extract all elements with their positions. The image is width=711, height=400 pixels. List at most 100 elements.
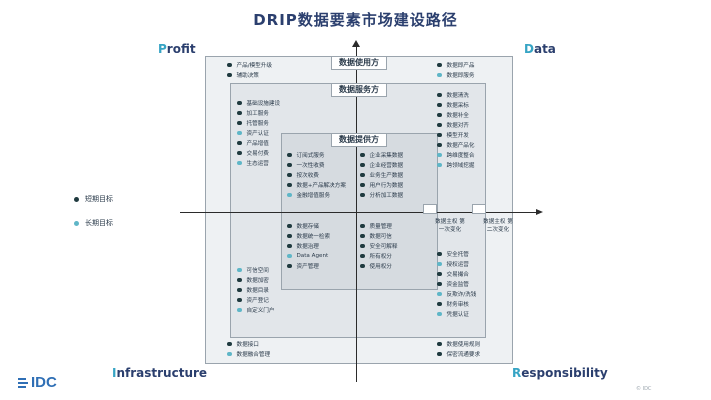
list-item: 数据统一检索 [287,231,330,241]
list-item: 数据+产品解决方案 [287,180,346,190]
box-title-data-provider: 数据提供方 [331,133,387,147]
list-item: 企业经营数据 [360,160,403,170]
box-title-data-user: 数据使用方 [331,56,387,70]
list-item: Data Agent [287,251,330,261]
list-item-label: 数据统一检索 [296,234,331,240]
long-term-dot-icon [237,267,242,273]
long-term-dot-icon [437,152,442,158]
long-term-dot-icon [437,162,442,168]
short-term-dot-icon [437,102,442,108]
list-item-label: 产品/模型升级 [236,63,272,69]
short-term-dot-icon [437,132,442,138]
shift-label-second: 数据主权 第 二次变化 [483,219,513,233]
box-title-data-service: 数据服务方 [331,83,387,97]
list-item: 质量管理 [360,221,397,231]
list-item: 数据对齐 [437,120,474,130]
list-item: 金融增值服务 [287,190,346,200]
list-middle-bottom-right: 安全托管授权运营交易撮合资金监管反欺诈/洗钱财务审核凭据认证 [437,249,476,319]
list-item: 资金监管 [437,279,476,289]
idc-logo: IDC [18,374,57,391]
list-item-label: 自定义门户 [246,308,275,314]
list-item: 资产登记 [237,295,274,305]
list-item: 加工服务 [237,108,280,118]
short-term-dot-icon [360,263,365,269]
short-term-dot-icon [437,271,442,277]
long-term-dot-icon [287,192,292,198]
list-item-label: 数据目录 [246,288,269,294]
list-item-label: 一次性收费 [296,163,325,169]
short-term-dot-icon [360,233,365,239]
list-item: 跨维度整合 [437,150,474,160]
list-item-label: 数据融合管理 [236,352,271,358]
list-item: 交易付费 [237,148,280,158]
corner-label-profit: Profit [158,42,196,56]
legend-dot-icon [74,220,79,226]
list-item-label: 企业采集数据 [369,153,404,159]
short-term-dot-icon [437,62,442,68]
horizontal-axis [180,212,536,213]
long-term-dot-icon [237,307,242,313]
list-item: 反欺诈/洗钱 [437,289,476,299]
shift-label-first: 数据主权 第 一次变化 [435,219,465,233]
list-item-label: 业务生产数据 [369,173,404,179]
list-item-label: 分析加工数据 [369,193,404,199]
corner-label-responsibility: Responsibility [512,366,608,380]
short-term-dot-icon [287,152,292,158]
short-term-dot-icon [437,251,442,257]
list-item: 企业采集数据 [360,150,403,160]
list-item-label: 数据清洗 [446,93,469,99]
list-item-label: 数据对齐 [446,123,469,129]
long-term-dot-icon [437,311,442,317]
shift-arrow-first-icon [423,204,437,214]
list-item: 数据接口 [227,339,270,349]
list-item: 按次收费 [287,170,346,180]
list-item-label: 使用权分 [369,264,392,270]
short-term-dot-icon [237,140,242,146]
short-term-dot-icon [437,301,442,307]
short-term-dot-icon [437,142,442,148]
list-item-label: 可信空间 [246,268,269,274]
short-term-dot-icon [227,72,232,78]
list-item-label: 数据+产品解决方案 [296,183,346,189]
list-item-label: 辅助决策 [236,73,259,79]
list-item-label: 数据即产品 [446,63,475,69]
list-item-label: 数据治理 [296,244,319,250]
list-item: 凭据认证 [437,309,476,319]
list-item-label: 交易付费 [246,151,269,157]
list-item: 模型开发 [437,130,474,140]
list-item: 自定义门户 [237,305,274,315]
logo-stripes-icon [18,377,28,388]
short-term-dot-icon [237,120,242,126]
shift-arrow-second-icon [472,204,486,214]
short-term-dot-icon [437,122,442,128]
inner-box-data-provider [281,133,438,290]
short-term-dot-icon [227,62,232,68]
short-term-dot-icon [237,287,242,293]
list-item-label: 授权运营 [446,262,469,268]
list-middle-bottom-left: 可信空间数据加密数据目录资产登记自定义门户 [237,265,274,315]
short-term-dot-icon [360,162,365,168]
list-item: 数据清洗 [437,90,474,100]
legend-label: 短期目标 [85,195,113,203]
short-term-dot-icon [287,263,292,269]
list-item: 托管服务 [237,118,280,128]
list-item-label: 按次收费 [296,173,319,179]
list-item-label: 产品增值 [246,141,269,147]
list-item: 一次性收费 [287,160,346,170]
list-item: 数据融合管理 [227,349,270,359]
list-item-label: 托管服务 [246,121,269,127]
list-item: 安全托管 [437,249,476,259]
list-item-label: 金融增值服务 [296,193,331,199]
diagram-title: DRIP数据要素市场建设路径 [253,11,458,29]
list-item: 数据补全 [437,110,474,120]
long-term-dot-icon [287,253,292,259]
list-item: 数据使用规则 [437,339,480,349]
list-item-label: 数据接口 [236,342,259,348]
list-outer-bottom-right: 数据使用规则保密流通要求 [437,339,480,359]
list-item: 安全可解释 [360,241,397,251]
list-item: 财务审核 [437,299,476,309]
vertical-axis [356,46,357,382]
list-item-label: 基础设施建设 [246,101,281,107]
list-item: 基础设施建设 [237,98,280,108]
short-term-dot-icon [437,112,442,118]
